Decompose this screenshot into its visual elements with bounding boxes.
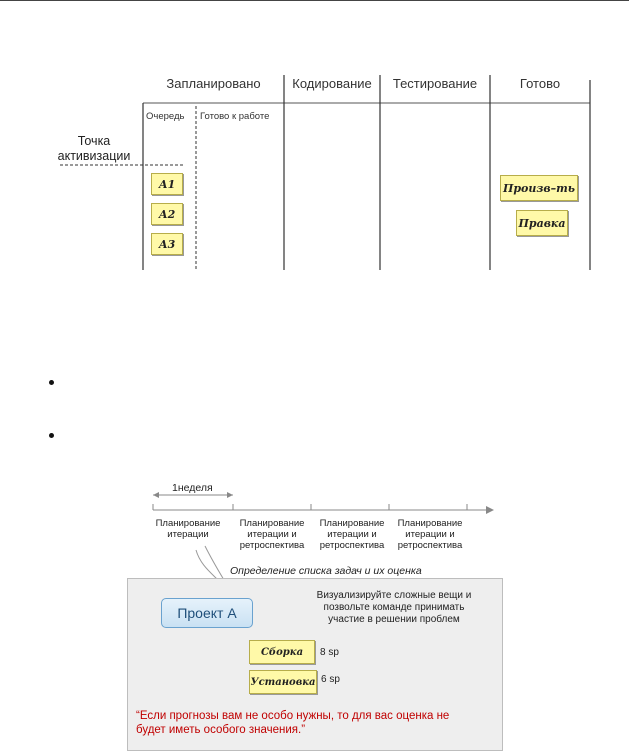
- subcolumn-ready: Готово к работе: [200, 111, 270, 122]
- column-done: Готово: [519, 76, 561, 91]
- phase-2: Планирование итерации и ретроспектива: [239, 518, 305, 551]
- page-top-rule: [0, 0, 629, 1]
- project-a-badge: Проект А: [161, 598, 253, 628]
- timeline-lines: [152, 492, 494, 581]
- phase-4: Планирование итерации и ретроспектива: [397, 518, 463, 551]
- card-a3: А3: [151, 233, 183, 255]
- bullet-marker-2: [49, 433, 54, 438]
- visualize-note: Визуализируйте сложные вещи и позвольте …: [316, 590, 472, 625]
- column-planned: Запланировано: [166, 76, 261, 91]
- trigger-point-label: Точка активизации: [57, 134, 131, 163]
- kanban-grid: [60, 75, 591, 270]
- column-testing: Тестирование: [392, 76, 478, 91]
- card-production: Произв–ть: [500, 175, 578, 201]
- column-coding: Кодирование: [292, 76, 372, 91]
- phase-1: Планирование итерации: [155, 518, 221, 540]
- task-card-install: Установка: [249, 670, 317, 694]
- week-duration-label: 1неделя: [172, 482, 213, 494]
- task-card-build: Сборка: [249, 640, 315, 664]
- bullet-marker-1: [49, 380, 54, 385]
- card-a1: А1: [151, 173, 183, 195]
- card-a2: А2: [151, 203, 183, 225]
- task-points-build: 8 sp: [320, 647, 339, 658]
- task-definition-label: Определение списка задач и их оценка: [230, 565, 422, 577]
- subcolumn-queue: Очередь: [146, 111, 185, 122]
- phase-3: Планирование итерации и ретроспектива: [319, 518, 385, 551]
- task-points-install: 6 sp: [321, 674, 340, 685]
- estimation-quote: “Если прогнозы вам не особо нужны, то дл…: [136, 710, 450, 736]
- card-fix: Правка: [516, 210, 568, 236]
